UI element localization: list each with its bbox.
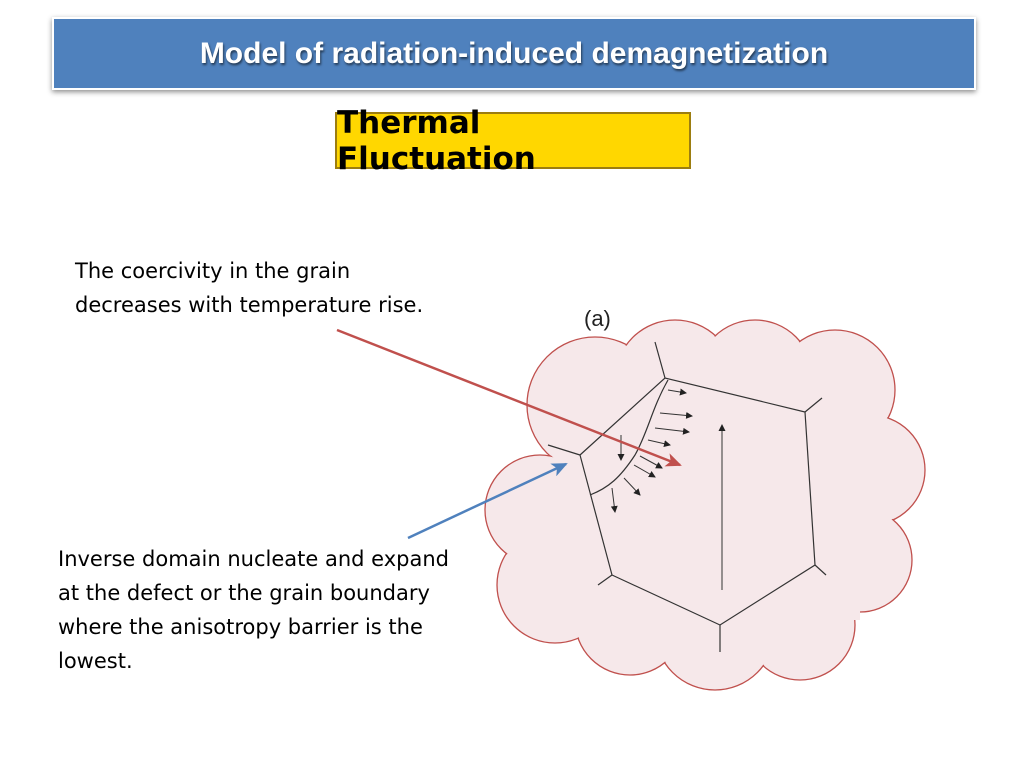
note-line: where the anisotropy barrier is the [58,615,423,639]
title-bar: Model of radiation-induced demagnetizati… [52,17,976,90]
inverse-domain-pointer-arrow [407,462,568,540]
panel-label: (a) [584,306,611,331]
grain-boundary [547,341,827,652]
coercivity-pointer-arrow [336,328,682,467]
subtitle-box: Thermal Fluctuation [335,105,691,177]
slide-title: Model of radiation-induced demagnetizati… [199,36,829,70]
inverse-domain-note: Inverse domain nucleate and expand at th… [58,542,498,678]
cloud-shape [484,319,926,691]
note-line: decreases with temperature rise. [75,293,424,317]
domain-arrows [610,388,726,590]
note-line: The coercivity in the grain [75,259,351,283]
slide-subtitle: Thermal Fluctuation [337,104,536,177]
note-line: Inverse domain nucleate and expand [58,547,449,571]
note-line: at the defect or the grain boundary [58,581,430,605]
note-line: lowest. [58,649,133,673]
coercivity-note: The coercivity in the grain decreases wi… [75,254,495,322]
